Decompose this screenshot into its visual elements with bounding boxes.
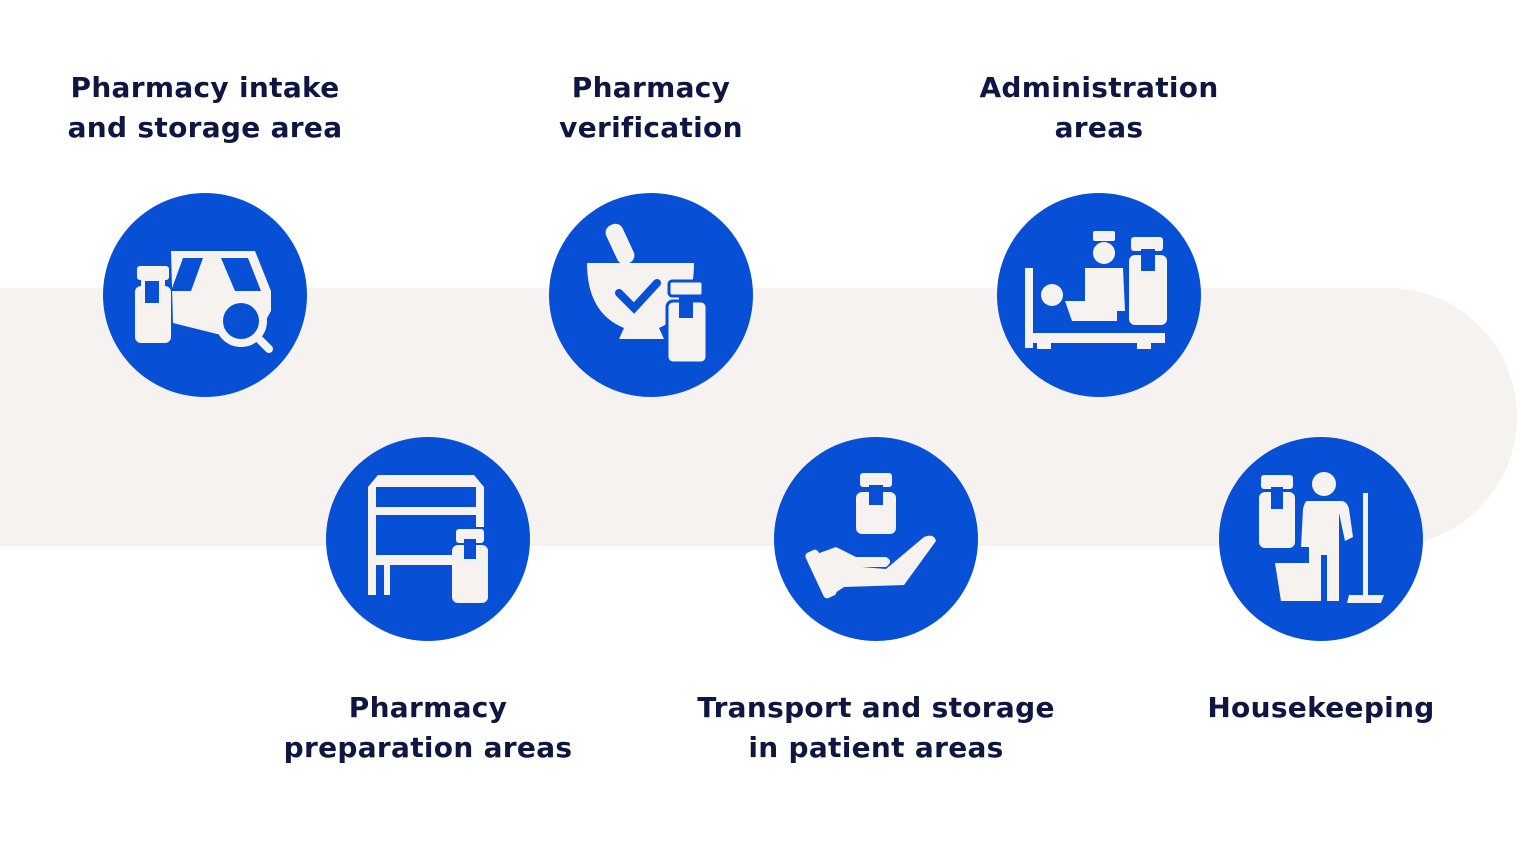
label-housekeeping: Housekeeping (1121, 688, 1521, 728)
label-line: in patient areas (748, 731, 1004, 764)
hand-vial-icon (805, 473, 936, 599)
step-transport-circle (774, 437, 978, 641)
label-intake: Pharmacy intake and storage area (5, 68, 405, 148)
label-line: Pharmacy (348, 691, 508, 724)
label-line: Transport and storage (697, 691, 1055, 724)
label-line: areas (1054, 111, 1144, 144)
hood-vial-icon (368, 475, 488, 603)
label-line: Pharmacy (571, 71, 731, 104)
step-housekeeping-circle (1219, 437, 1423, 641)
label-preparation: Pharmacy preparation areas (228, 688, 628, 768)
label-administration: Administration areas (899, 68, 1299, 148)
label-line: Housekeeping (1207, 691, 1435, 724)
mortar-check-vial-icon (587, 223, 709, 365)
label-line: Administration (979, 71, 1219, 104)
cleaner-mop-icon (1259, 472, 1384, 603)
step-intake-circle (103, 193, 307, 397)
step-verification-circle (549, 193, 753, 397)
label-line: Pharmacy intake (70, 71, 340, 104)
step-administration-circle (997, 193, 1201, 397)
vial-box-search-icon (135, 251, 273, 353)
nurse-patient-bed-icon (1025, 231, 1167, 349)
label-line: and storage area (67, 111, 343, 144)
label-transport: Transport and storage in patient areas (676, 688, 1076, 768)
step-preparation-circle (326, 437, 530, 641)
label-line: verification (559, 111, 743, 144)
label-line: preparation areas (283, 731, 573, 764)
label-verification: Pharmacy verification (451, 68, 851, 148)
